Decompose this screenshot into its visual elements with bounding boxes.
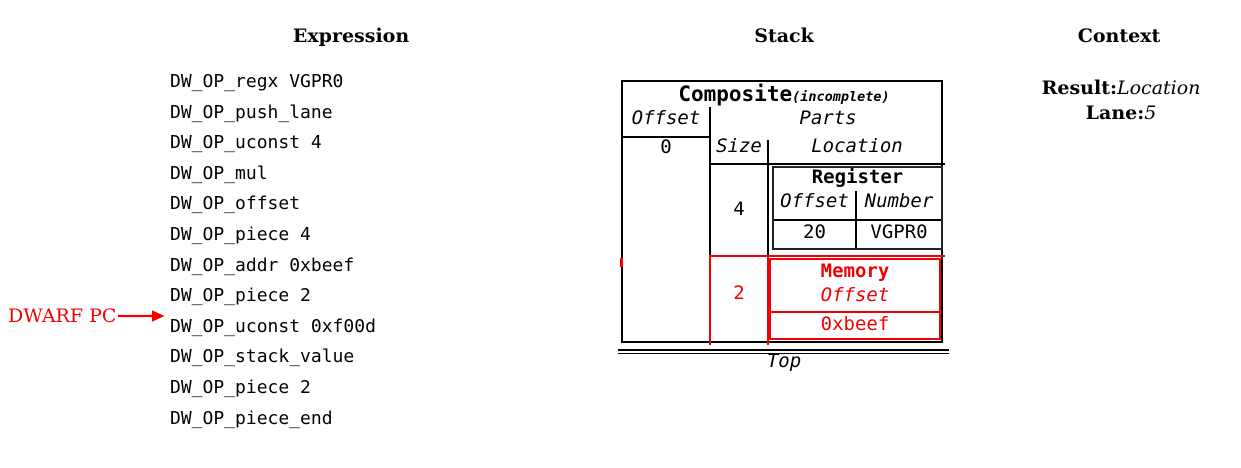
expression-op: DW_OP_push_lane <box>170 101 333 123</box>
expression-column-title: Expression <box>292 25 410 47</box>
offset-parts-divider-highlight <box>709 255 711 345</box>
highlight-left-tick <box>620 258 623 267</box>
offset-header-underline <box>623 136 711 138</box>
result-value: Location <box>1116 77 1201 99</box>
parts-column-header: Parts <box>799 107 857 129</box>
offset-value: 0 <box>660 136 672 158</box>
part1-size-value: 4 <box>733 198 745 220</box>
register-number-header: Number <box>864 190 934 212</box>
stack-composite-table: Composite(incomplete) Offset 0 Parts Siz… <box>620 80 945 345</box>
register-location-table: Register Offset Number 20 VGPR0 <box>772 166 943 250</box>
stack-bottom-rule-inner <box>618 352 949 354</box>
parts-header-underline <box>709 163 945 165</box>
composite-title-row: Composite(incomplete) <box>623 83 945 106</box>
expression-op: DW_OP_piece 4 <box>170 223 311 245</box>
part2-size-value: 2 <box>733 282 745 304</box>
size-column-header: Size <box>716 135 762 157</box>
context-result-line: Result:Location <box>1042 77 1201 99</box>
expression-op: DW_OP_mul <box>170 162 268 184</box>
memory-header-underline <box>771 311 939 313</box>
dwarf-pc-label: DWARF PC <box>8 305 117 327</box>
memory-offset-value: 0xbeef <box>820 313 890 335</box>
expression-op-pc-target: DW_OP_uconst 0xf00d <box>170 315 376 337</box>
expression-op: DW_OP_regx VGPR0 <box>170 71 344 92</box>
register-offset-header: Offset <box>780 190 849 212</box>
size-location-divider-highlight <box>767 255 769 345</box>
expression-op: DW_OP_stack_value <box>170 346 355 368</box>
offset-column-header: Offset <box>631 107 701 129</box>
dwarf-pc-marker: DWARF PC <box>8 305 165 327</box>
pc-arrow-icon <box>118 310 165 322</box>
expression-op: DW_OP_piece 2 <box>170 285 311 307</box>
register-table-title: Register <box>811 166 904 188</box>
expression-op: DW_OP_piece_end <box>170 407 333 429</box>
expression-op: DW_OP_addr 0xbeef <box>170 254 355 276</box>
composite-qualifier: (incomplete) <box>792 89 890 105</box>
expression-op: DW_OP_piece 2 <box>170 376 311 398</box>
composite-title: Composite <box>678 82 793 106</box>
size-location-divider <box>767 140 769 255</box>
lane-value: 5 <box>1144 102 1157 124</box>
memory-location-table: Memory Offset 0xbeef <box>769 258 941 340</box>
part-row-divider-highlight <box>709 255 945 257</box>
expression-op-list: DW_OP_regx VGPR0 DW_OP_push_lane DW_OP_u… <box>170 67 376 434</box>
register-offset-value: 20 <box>803 221 826 243</box>
stack-column-title: Stack <box>754 25 814 47</box>
register-header-underline <box>774 219 941 221</box>
stack-top-label: Top <box>766 350 802 372</box>
register-number-value: VGPR0 <box>870 221 928 243</box>
stack-bottom-rule-outer <box>618 349 949 351</box>
memory-table-title: Memory <box>820 260 890 282</box>
result-label: Result: <box>1041 77 1117 99</box>
context-lane-line: Lane:5 <box>1086 102 1157 124</box>
memory-offset-header: Offset <box>820 284 890 306</box>
offset-parts-divider <box>709 107 711 255</box>
lane-label: Lane: <box>1085 102 1145 124</box>
location-column-header: Location <box>811 135 903 157</box>
expression-op: DW_OP_offset <box>170 193 301 215</box>
expression-op: DW_OP_uconst 4 <box>170 132 322 154</box>
context-column-title: Context <box>1077 25 1161 47</box>
